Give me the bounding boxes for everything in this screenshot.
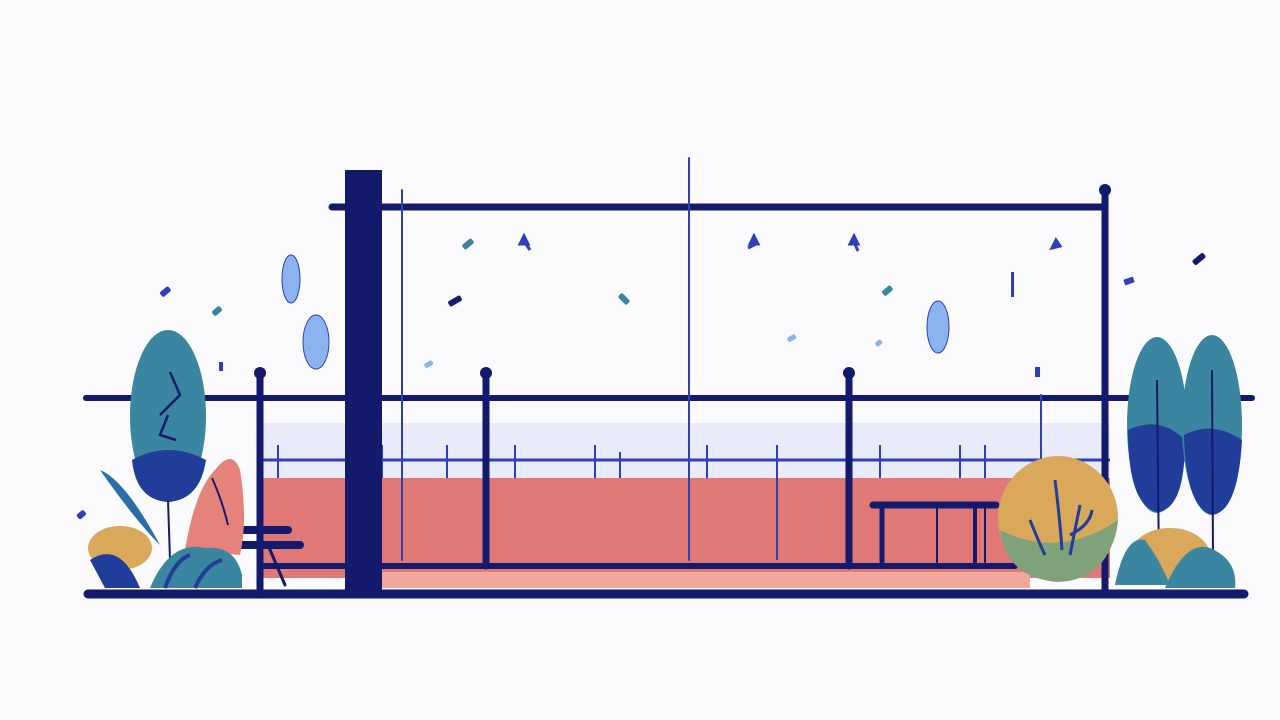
tree-right-b-trunk (1211, 369, 1214, 561)
court (262, 423, 1110, 588)
fern-left-b (90, 554, 140, 588)
fern-left (100, 470, 160, 545)
leaf-2 (302, 314, 330, 370)
court-sand-strip (380, 572, 1030, 588)
bush-right-low (1115, 539, 1170, 585)
tree-right-pair (1127, 335, 1242, 571)
main-pillar (345, 170, 382, 595)
post-cap-right (1099, 184, 1111, 196)
post-cap-3 (843, 367, 855, 379)
tree-right-a-shade (1128, 424, 1185, 512)
olive-bush-strokes (1028, 479, 1094, 556)
coral-shrub-stroke (211, 477, 229, 526)
bush-left-leaves (163, 553, 223, 589)
bushes (88, 456, 1236, 589)
bush-right-low-b (1165, 546, 1236, 588)
leaf-3 (926, 300, 950, 354)
confetti (76, 232, 1206, 520)
tree-left-shade (132, 450, 206, 502)
bench (869, 501, 1000, 565)
court-haze (262, 423, 1110, 479)
olive-bush-shade (1000, 520, 1118, 582)
tree-left-trunk (167, 499, 171, 561)
step-sign (236, 526, 304, 587)
leaf-1 (281, 254, 301, 304)
trees (130, 330, 1242, 571)
bush-left-low (150, 546, 242, 588)
post-cap-2 (480, 367, 492, 379)
tree-left-branch (158, 371, 182, 442)
tree-left (130, 330, 206, 561)
post-cap-1 (254, 367, 266, 379)
court-surface (262, 478, 1110, 578)
leaves (281, 254, 950, 370)
coral-shrub-left (185, 459, 244, 555)
